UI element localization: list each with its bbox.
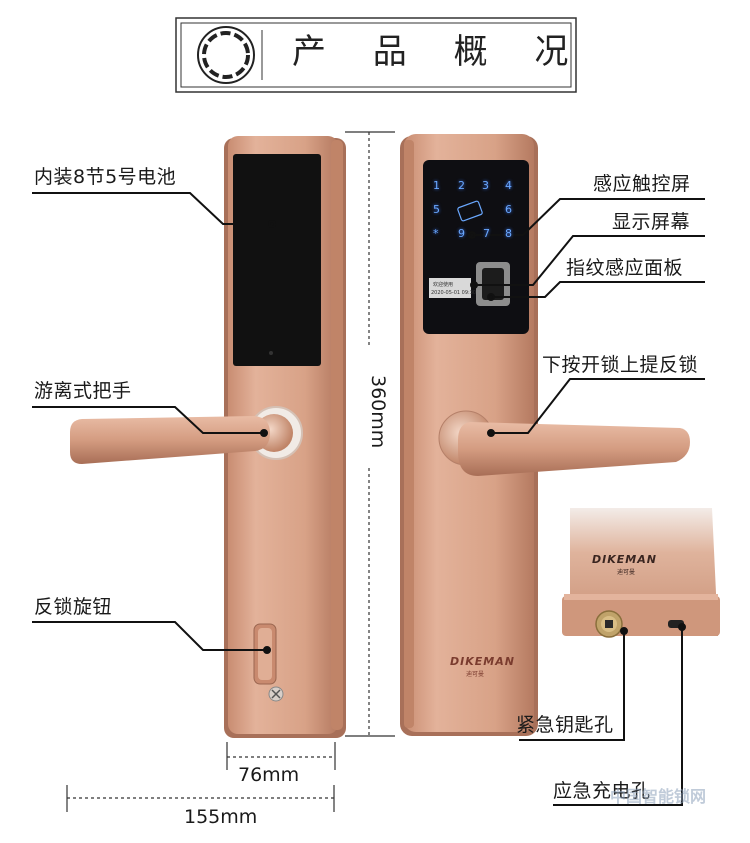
- keypad-key: 3: [482, 179, 489, 192]
- screen-line-1: 欢迎使用: [433, 282, 454, 288]
- keypad-key: 5: [433, 203, 440, 216]
- inner-handle: [70, 406, 303, 464]
- width-dimensions: [66, 742, 336, 812]
- label-knob: 反锁旋钮: [34, 596, 113, 618]
- brand-subtitle: 迪可曼: [466, 671, 485, 678]
- keypad-key: 6: [505, 203, 512, 216]
- brand-subtitle-edge: 迪可曼: [617, 569, 636, 576]
- dimension-height: 360mm: [367, 375, 389, 449]
- keypad-key: 9: [458, 227, 465, 240]
- height-dimension: [345, 131, 395, 737]
- label-charge-port: 应急充电孔: [553, 780, 651, 802]
- keypad-key: *: [433, 227, 439, 240]
- label-touch-screen: 感应触控屏: [593, 173, 691, 195]
- keypad-key: 8: [505, 227, 512, 240]
- dimension-outer-width: 155mm: [184, 806, 258, 828]
- keypad-key: 2: [458, 179, 465, 192]
- outer-handle: [438, 410, 690, 476]
- label-battery: 内装8节5号电池: [34, 166, 177, 188]
- page-title: 产 品 概 况: [292, 32, 587, 72]
- label-fingerprint: 指纹感应面板: [566, 257, 684, 279]
- label-keyhole: 紧急钥匙孔: [516, 714, 614, 736]
- brand-logo-edge: DIKEMAN: [592, 553, 657, 566]
- brand-logo: DIKEMAN: [450, 655, 515, 668]
- label-handle: 游离式把手: [34, 380, 132, 402]
- leader-lines: [32, 192, 705, 806]
- keypad-key: 7: [483, 227, 490, 240]
- keypad-key: 4: [505, 179, 512, 192]
- title-frame: [175, 17, 577, 93]
- dimension-inner-width: 76mm: [238, 764, 300, 786]
- label-push-unlock: 下按开锁上提反锁: [542, 354, 699, 376]
- screen-line-2: 2020-05-01 09:30: [431, 290, 477, 296]
- label-display: 显示屏幕: [612, 211, 691, 233]
- lock-edge-view: [562, 508, 720, 638]
- watermark: 中国智能锁网: [610, 787, 707, 806]
- keypad-key: 1: [433, 179, 440, 192]
